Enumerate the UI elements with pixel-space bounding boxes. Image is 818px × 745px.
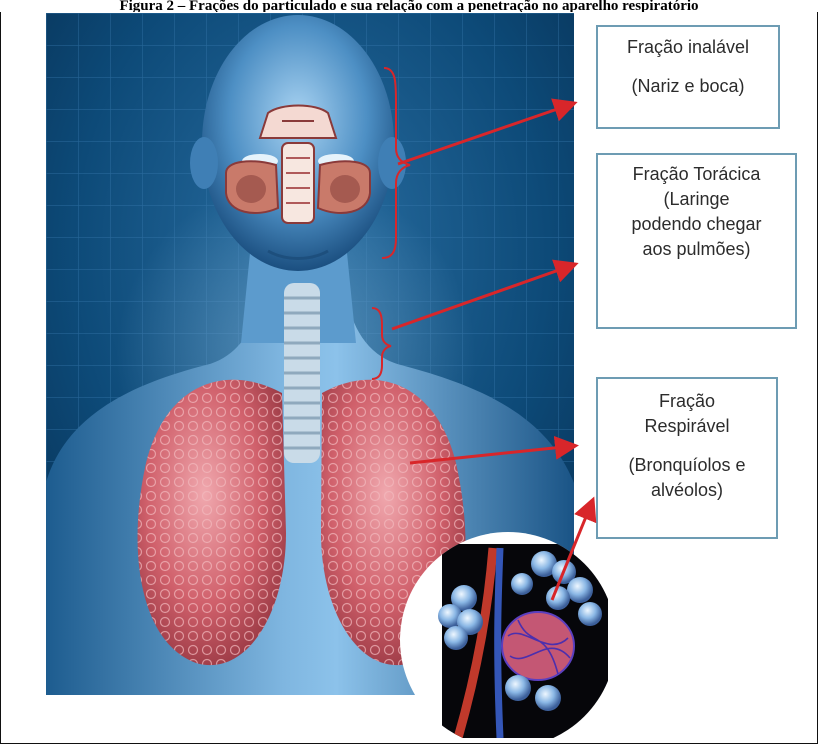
thoracic-detail-line: aos pulmões): [598, 237, 795, 262]
inhalable-title: Fração inalável: [598, 35, 778, 60]
trachea: [284, 283, 320, 463]
alveoli-artwork: [398, 528, 608, 738]
inhalable-detail: (Nariz e boca): [598, 74, 778, 99]
respirable-detail-line: (Bronquíolos e: [598, 453, 776, 478]
figure-caption: Figura 2 – Frações do particulado e sua …: [0, 0, 818, 12]
vein: [498, 548, 500, 738]
thoracic-detail-line: podendo chegar: [598, 212, 795, 237]
respirable-title-line: Respirável: [598, 414, 776, 439]
label-box-thoracic: Fração Torácica (Laringe podendo chegar …: [596, 153, 797, 329]
respirable-detail-line: alvéolos): [598, 478, 776, 503]
left-ear: [190, 137, 218, 189]
label-box-respirable: Fração Respirável (Bronquíolos e alvéolo…: [596, 377, 778, 539]
thoracic-detail-line: (Laringe: [598, 187, 795, 212]
right-ear: [378, 137, 406, 189]
thoracic-title: Fração Torácica: [598, 162, 795, 187]
respirable-title-line: Fração: [598, 389, 776, 414]
alveoli-inset: [398, 528, 608, 738]
label-box-inhalable: Fração inalável (Nariz e boca): [596, 25, 780, 129]
